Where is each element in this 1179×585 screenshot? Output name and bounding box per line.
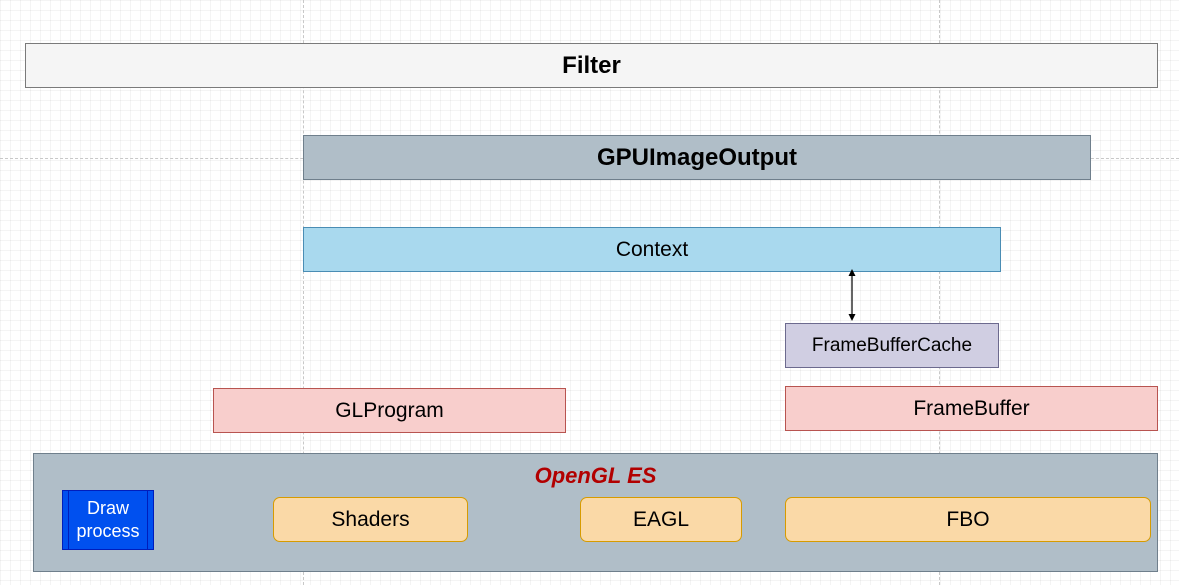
guide-line-vertical	[303, 0, 304, 585]
fbo-label: FBO	[946, 507, 990, 531]
process-side-bar	[68, 491, 69, 549]
eagl-label: EAGL	[632, 507, 690, 531]
context-label: Context	[615, 237, 689, 261]
eagl-module[interactable]: EAGL	[580, 497, 742, 542]
fbo-module[interactable]: FBO	[785, 497, 1151, 542]
gl-program-box[interactable]: GLProgram	[213, 388, 566, 433]
gpu-image-output-label: GPUImageOutput	[596, 143, 797, 171]
shaders-module[interactable]: Shaders	[273, 497, 468, 542]
frame-buffer-label: FrameBuffer	[913, 396, 1030, 420]
guide-line-vertical	[939, 0, 940, 585]
opengl-es-title: OpenGL ES	[534, 463, 657, 488]
draw-process-label: Draw process	[76, 498, 140, 541]
double-arrow-icon	[848, 269, 856, 321]
frame-buffer-cache-label: FrameBufferCache	[811, 334, 973, 356]
gl-program-label: GLProgram	[335, 398, 444, 422]
draw-process-box[interactable]: Draw process	[62, 490, 154, 550]
context-box[interactable]: Context	[303, 227, 1001, 272]
filter-box[interactable]: Filter	[25, 43, 1158, 88]
frame-buffer-box[interactable]: FrameBuffer	[785, 386, 1158, 431]
process-side-bar	[147, 491, 148, 549]
frame-buffer-cache-box[interactable]: FrameBufferCache	[785, 323, 999, 368]
filter-label: Filter	[562, 51, 621, 79]
shaders-label: Shaders	[331, 507, 410, 531]
gpu-image-output-box[interactable]: GPUImageOutput	[303, 135, 1091, 180]
